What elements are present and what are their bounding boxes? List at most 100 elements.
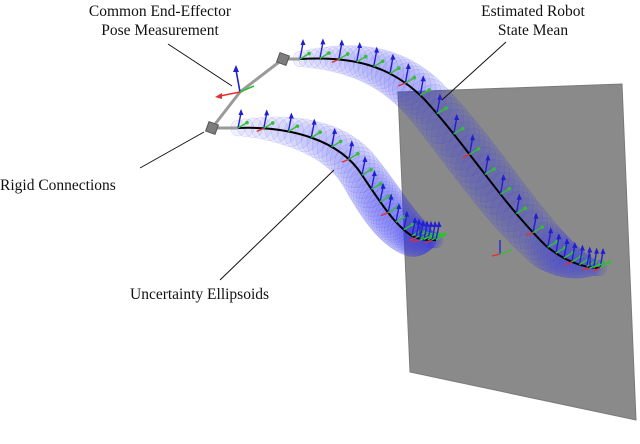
- frame-arrowhead-z: [432, 220, 438, 227]
- frame-arrowhead-z: [579, 244, 585, 251]
- frame-arrowhead-z: [405, 63, 411, 70]
- frame-arrowhead-z: [572, 241, 578, 248]
- frame-arrowhead-y: [245, 120, 249, 125]
- frame-axis-z: [431, 224, 436, 241]
- label-rigid-connections: Rigid Connections: [0, 177, 116, 194]
- frame-arrowhead-z: [371, 170, 377, 177]
- connector-joint-lower: [204, 120, 220, 136]
- frame-arrowhead-z: [288, 112, 294, 119]
- frame-axis-z: [592, 251, 598, 268]
- label-state-mean-line1: Estimated Robot: [481, 3, 585, 20]
- frame-arrowhead-z: [533, 212, 539, 219]
- frame-arrowhead-y: [355, 152, 360, 156]
- frame-axis-z: [361, 159, 366, 176]
- frame-arrowhead-z: [428, 220, 434, 227]
- frame-arrowhead-y: [363, 54, 368, 59]
- frame-axis-z: [395, 206, 400, 223]
- frame-axis-z: [319, 42, 324, 59]
- frame-axis-x: [462, 153, 470, 158]
- frame-arrowhead-y: [295, 124, 300, 128]
- frame-arrowhead-z: [349, 140, 355, 147]
- frame-arrowhead-z: [311, 118, 317, 125]
- leader-rigid-connections: [139, 131, 205, 169]
- frame-arrowhead-z: [437, 93, 443, 100]
- frame-axis-z: [435, 224, 440, 241]
- label-end-effector-line1: Common End-Effector: [88, 3, 232, 20]
- frame-axis-z: [389, 57, 394, 74]
- ee-arrowhead-z: [233, 65, 239, 72]
- frame-axis-z: [515, 197, 520, 214]
- end-frame-axis-x: [491, 253, 501, 257]
- frame-arrowhead-y: [369, 167, 373, 172]
- frame-axis-x: [341, 158, 350, 163]
- frame-axis-z: [299, 42, 304, 60]
- frame-arrowhead-y: [492, 167, 496, 171]
- frame-arrowhead-y: [338, 139, 343, 144]
- frame-arrowhead-z: [420, 219, 426, 226]
- frame-axis-z: [348, 144, 353, 160]
- frame-arrowhead-z: [470, 134, 476, 141]
- frame-arrowhead-y: [378, 181, 383, 186]
- frame-arrowhead-y: [439, 232, 443, 237]
- rigid-connector-upper: [239, 57, 284, 94]
- label-state-mean-line2: State Mean: [497, 22, 569, 39]
- pose-frames: [237, 38, 611, 272]
- frame-axis-z: [484, 158, 489, 175]
- frame-axis-z: [499, 178, 505, 195]
- end-effector-frame: [215, 65, 255, 99]
- frame-axis-x: [424, 239, 433, 244]
- frame-arrowhead-z: [564, 238, 570, 245]
- frame-arrowhead-y: [607, 260, 611, 265]
- frame-axis-z: [532, 216, 537, 233]
- frame-arrowhead-y: [412, 75, 417, 80]
- frame-arrowhead-y: [507, 186, 512, 191]
- frame-axis-z: [468, 138, 474, 155]
- frame-axis-z: [330, 131, 336, 147]
- frame-arrowhead-z: [332, 127, 338, 134]
- frame-arrowhead-y: [270, 121, 275, 125]
- frame-arrowhead-z: [516, 193, 522, 200]
- ee-axis-y: [239, 85, 255, 93]
- frame-arrowhead-y: [397, 66, 401, 70]
- frame-axis-x: [525, 231, 534, 237]
- frame-arrowhead-z: [339, 39, 345, 46]
- frame-axis-z: [586, 250, 591, 267]
- label-uncertainty-ellipsoids: Uncertainty Ellipsoids: [130, 286, 270, 303]
- frame-arrowhead-z: [424, 220, 430, 227]
- frame-arrowhead-z: [454, 114, 460, 121]
- leader-uncertainty-ellipsoids: [219, 169, 335, 281]
- frame-axis-z: [453, 117, 458, 135]
- frame-axis-x: [408, 237, 417, 242]
- frame-arrowhead-z: [556, 233, 562, 240]
- frame-axis-z: [379, 186, 384, 202]
- frame-axis-z: [571, 245, 576, 262]
- frame-arrowhead-z: [594, 247, 600, 254]
- frame-arrowhead-y: [345, 52, 350, 56]
- ee-axis-x: [219, 91, 241, 97]
- frame-arrowhead-z: [420, 75, 426, 82]
- frame-axis-z: [555, 237, 560, 254]
- frame-axis-z: [436, 97, 441, 114]
- label-state-mean: Estimated Robot State Mean: [448, 2, 618, 40]
- frame-arrowhead-z: [388, 193, 394, 200]
- frame-axis-x: [564, 261, 573, 266]
- frame-axis-z: [599, 251, 604, 269]
- frame-arrowhead-z: [320, 38, 326, 45]
- leader-end-effector: [167, 43, 233, 87]
- frame-arrowhead-z: [548, 227, 554, 234]
- frame-arrowhead-y: [476, 147, 481, 151]
- end-frame-axis-y: [419, 235, 433, 241]
- frame-arrowhead-y: [444, 106, 448, 111]
- frame-axis-z: [370, 174, 376, 190]
- frame-axis-x: [256, 127, 264, 132]
- frame-arrowhead-z: [300, 39, 306, 45]
- end-frame-axis-y: [589, 263, 603, 269]
- rigid-connector-vertical: [210, 91, 242, 129]
- frame-axis-z: [263, 113, 268, 129]
- frame-axis-z: [423, 224, 428, 240]
- end-frame-axis-y: [499, 249, 513, 255]
- frame-arrowhead-z: [500, 174, 506, 181]
- frame-arrowhead-z: [587, 246, 593, 253]
- frame-arrowhead-z: [362, 156, 368, 162]
